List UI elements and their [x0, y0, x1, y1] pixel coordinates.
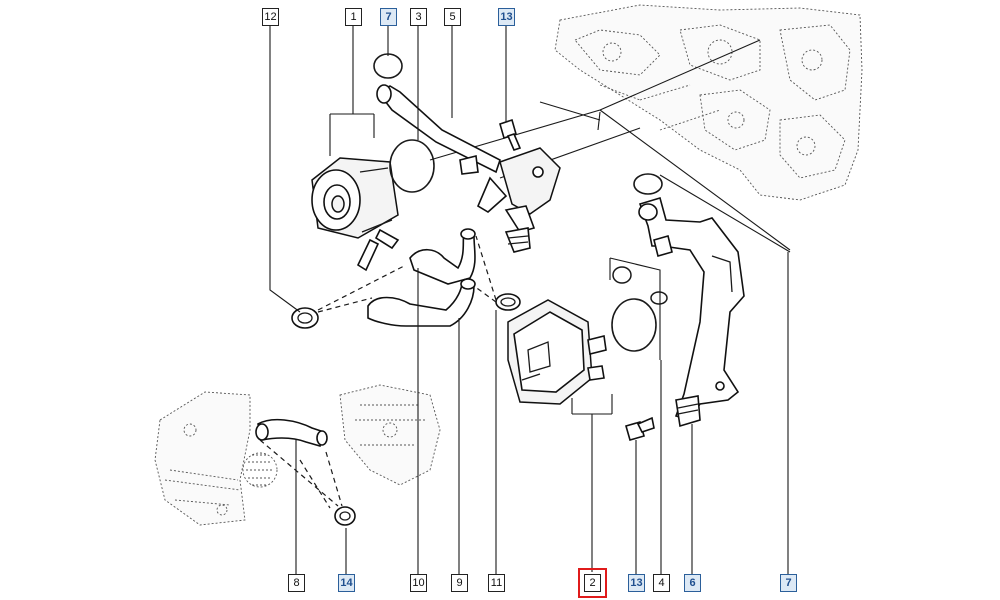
callout-7-bottom[interactable]: 7: [780, 574, 797, 592]
callout-13-bottom[interactable]: 13: [628, 574, 645, 592]
oil-cooler-left[interactable]: [311, 157, 400, 272]
callout-7-top[interactable]: 7: [380, 8, 397, 26]
bolt-bottom[interactable]: [625, 416, 655, 441]
assembly-dashed-arrows: [259, 235, 497, 509]
hose-clip-small[interactable]: [334, 506, 356, 526]
callout-2-highlighted[interactable]: 2: [578, 568, 607, 598]
o-ring-small-right[interactable]: [633, 173, 663, 195]
callout-12-top[interactable]: 12: [262, 8, 279, 26]
coolant-pipe-upper[interactable]: [376, 84, 508, 213]
thermostat-housing[interactable]: [459, 147, 561, 253]
coolant-hose-upper[interactable]: [409, 228, 476, 285]
leader-lines: [269, 26, 789, 574]
bolt-top[interactable]: [499, 118, 522, 151]
o-ring-large[interactable]: [389, 139, 435, 193]
callout-1[interactable]: 1: [345, 8, 362, 26]
callout-14[interactable]: 14: [338, 574, 355, 592]
callout-4[interactable]: 4: [653, 574, 670, 592]
o-ring-small-top[interactable]: [373, 53, 403, 79]
coolant-outlet-pipe[interactable]: [638, 196, 745, 428]
oil-cooler-right[interactable]: [507, 299, 607, 405]
lower-engine-detail: [154, 384, 441, 526]
callout-8[interactable]: 8: [288, 574, 305, 592]
callout-9[interactable]: 9: [451, 574, 468, 592]
callout-13-top[interactable]: 13: [498, 8, 515, 26]
callout-6[interactable]: 6: [684, 574, 701, 592]
small-hose-lower[interactable]: [255, 418, 328, 447]
callout-10[interactable]: 10: [410, 574, 427, 592]
gasket-seals[interactable]: [611, 266, 668, 352]
callout-11[interactable]: 11: [488, 574, 505, 592]
callout-5[interactable]: 5: [444, 8, 461, 26]
engine-block-outline: [554, 4, 863, 201]
hose-clip-left[interactable]: [291, 307, 319, 329]
hose-clip-right[interactable]: [495, 293, 521, 311]
callout-3[interactable]: 3: [410, 8, 427, 26]
